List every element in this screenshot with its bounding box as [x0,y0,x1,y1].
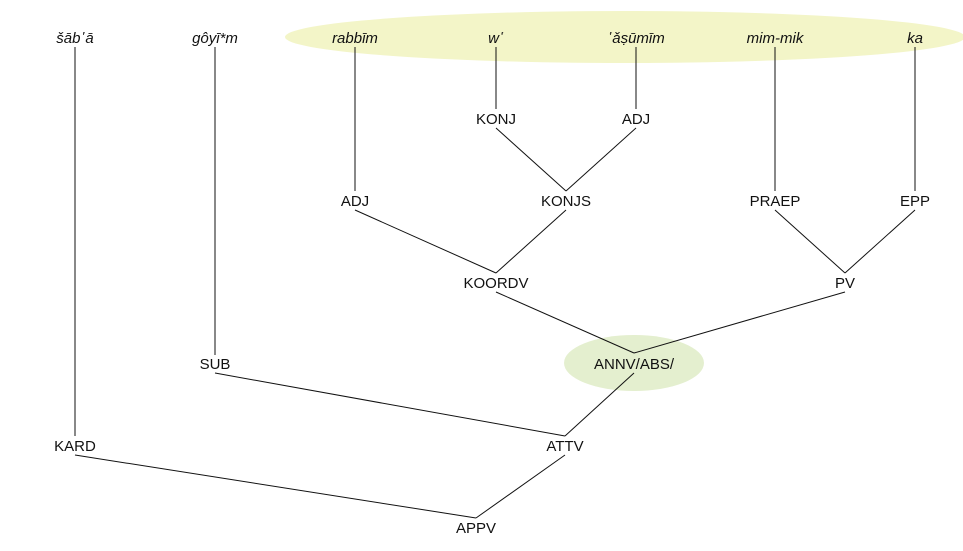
node-pv: PV [835,275,855,292]
node-appv: APPV [456,520,496,537]
tree-edges [74,47,916,519]
word-label: ka [907,30,923,47]
node-konjs: KONJS [541,193,591,210]
edge-attv-appv [475,454,566,519]
edge-adj1-konjs [565,127,637,192]
node-epp: EPP [900,193,930,210]
edge-konjs-koordv [495,209,567,274]
word-label: gôyī*m [192,30,238,47]
edge-kard-appv [74,454,477,519]
word-label: w῾ [488,30,504,47]
edge-koordv-annv [495,291,635,354]
node-adj: ADJ [341,193,369,210]
word-label: ῾ǎṣūmīm [607,30,665,47]
word-labels: šāb῾ā gôyī*m rabbīm w῾ ῾ǎṣūmīm mim-mik k… [56,30,923,47]
node-adj: ADJ [622,111,650,128]
words-highlight-band [285,11,963,63]
node-praep: PRAEP [750,193,801,210]
word-label: rabbīm [332,30,378,47]
node-koordv: KOORDV [463,275,528,292]
edge-praep-pv [774,209,846,274]
word-label: šāb῾ā [56,30,94,47]
annv-node-highlight [564,335,704,391]
edge-epp-pv [844,209,916,274]
edge-adj2-koordv [354,209,497,274]
node-labels: KONJ ADJ ADJ KONJS PRAEP EPP KOORDV PV S… [54,111,930,537]
node-kard: KARD [54,438,96,455]
edge-sub-attv [214,372,566,437]
edge-pv-annv [633,291,846,354]
node-sub: SUB [200,356,231,373]
node-konj: KONJ [476,111,516,128]
node-annv-abs: ANNV/ABS/ [594,356,675,373]
node-attv: ATTV [546,438,583,455]
edge-konj-konjs [495,127,567,192]
word-label: mim-mik [747,30,805,47]
edge-annv-attv [564,372,635,437]
